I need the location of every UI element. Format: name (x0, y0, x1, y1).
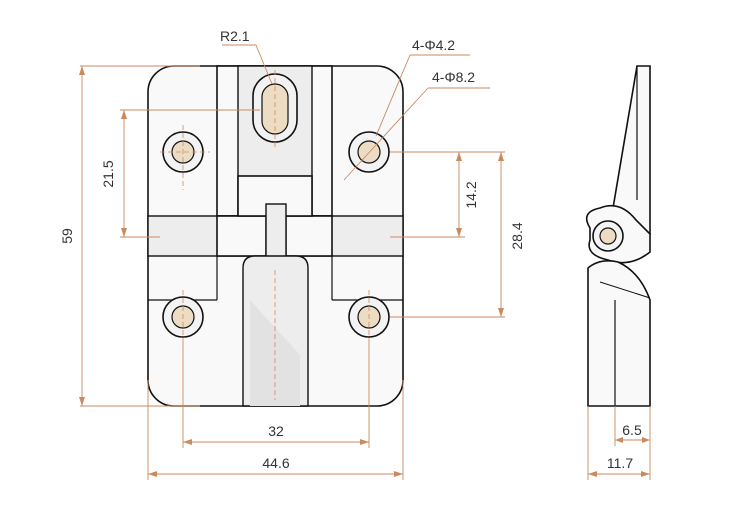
dim-side-thickness: 6.5 (622, 422, 642, 438)
dimensions-side: 6.5 11.7 (587, 406, 651, 480)
side-pin (599, 227, 617, 245)
dim-width-total: 44.6 (262, 455, 289, 471)
dim-large-hole: 4-Φ8.2 (432, 69, 475, 85)
dim-hole-offset-left: 21.5 (100, 160, 116, 187)
dim-hole-pitch-horizontal: 32 (268, 423, 284, 439)
dim-side-width: 11.7 (607, 455, 633, 471)
side-lower-leaf (587, 260, 651, 407)
front-view (147, 65, 404, 407)
dim-height-total: 59 (59, 228, 75, 244)
dim-hole-pitch-vertical: 28.4 (509, 222, 525, 249)
dim-small-hole: 4-Φ4.2 (412, 37, 455, 53)
dimensions-front: 59 21.5 14.2 28.4 32 44.6 (59, 28, 525, 480)
dim-hole-offset-right: 14.2 (463, 181, 479, 208)
side-view (585, 65, 651, 407)
dim-radius: R2.1 (220, 28, 250, 44)
